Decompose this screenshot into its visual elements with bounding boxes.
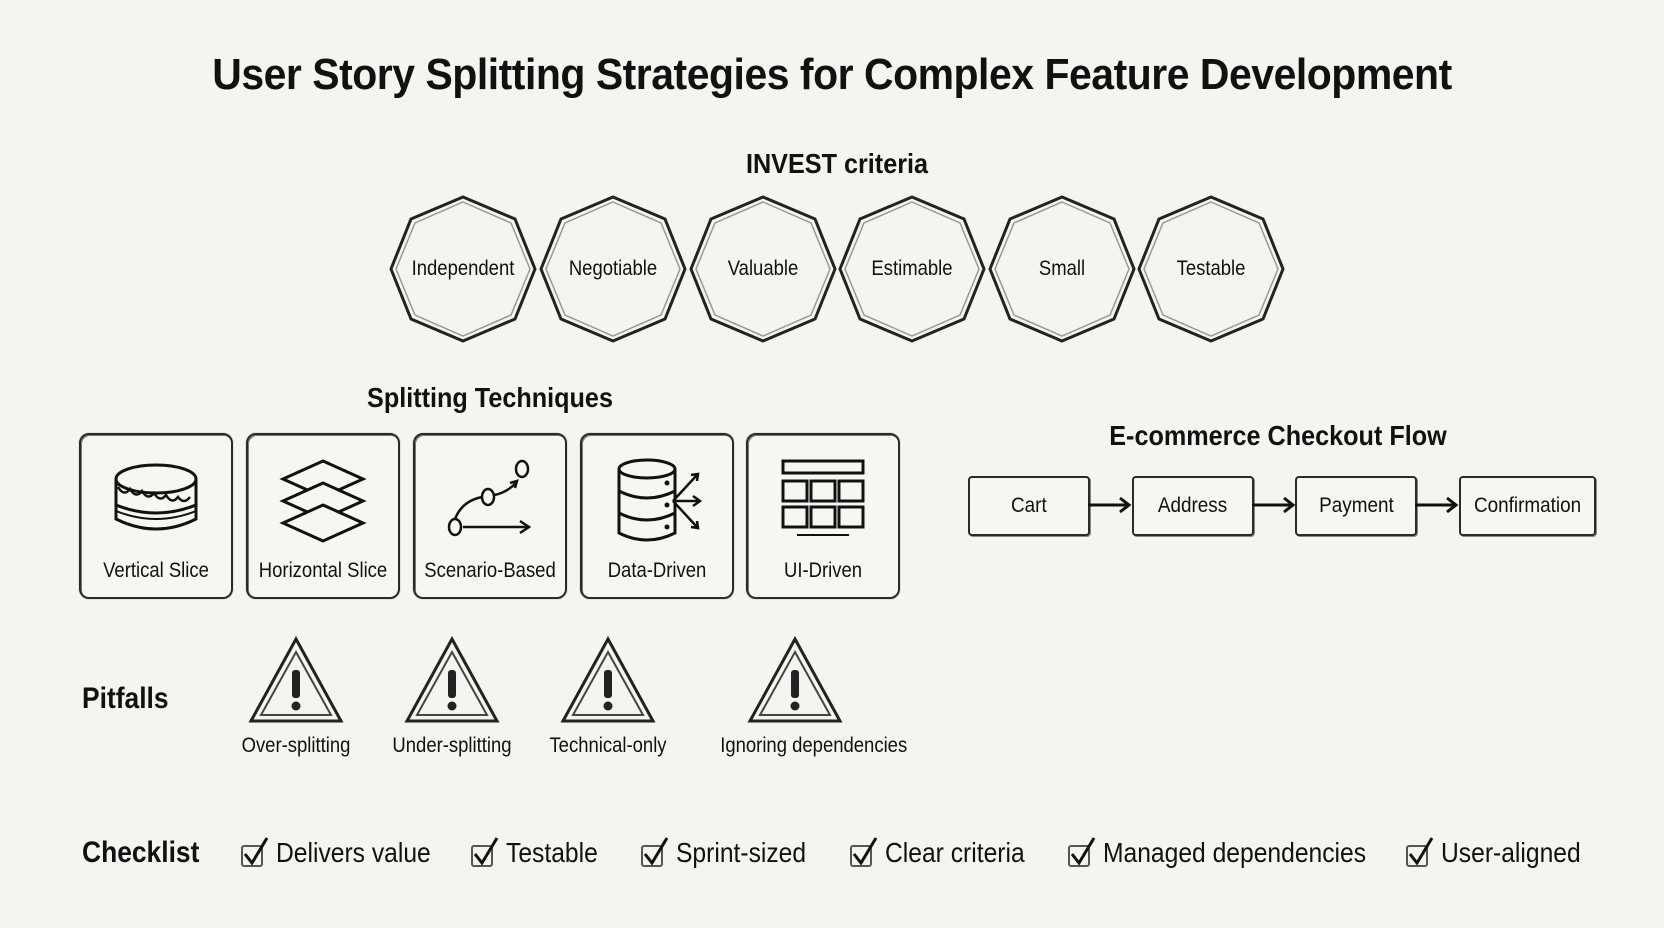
checkout-step-address: Address bbox=[1132, 476, 1254, 536]
stacked-layers-icon bbox=[279, 459, 367, 543]
checked-checkbox-icon bbox=[1406, 837, 1434, 867]
checklist-item-label: Delivers value bbox=[276, 837, 431, 868]
pitfall-item: Ignoring dependencies bbox=[710, 636, 908, 758]
pitfall-label: Under-splitting bbox=[392, 734, 512, 757]
checked-checkbox-icon bbox=[1068, 837, 1096, 867]
checked-checkbox-icon bbox=[641, 837, 669, 867]
pitfall-item: Technical-only bbox=[523, 636, 693, 758]
warning-triangle-icon bbox=[248, 636, 344, 723]
invest-criterion-label: Independent bbox=[411, 257, 515, 280]
checklist-item: Sprint-sized bbox=[640, 836, 824, 870]
invest-criterion: Independent bbox=[389, 195, 537, 343]
branching-path-icon bbox=[447, 459, 532, 537]
octagon-shape bbox=[1137, 195, 1285, 343]
invest-criterion: Estimable bbox=[838, 195, 986, 343]
invest-criterion-label: Testable bbox=[1176, 257, 1246, 280]
technique-data-driven: Data-Driven bbox=[580, 433, 734, 599]
pitfall-item: Over-splitting bbox=[211, 636, 381, 758]
warning-triangle-icon bbox=[747, 636, 843, 723]
checklist-item: Clear criteria bbox=[849, 836, 1044, 870]
technique-horizontal-slice: Horizontal Slice bbox=[246, 433, 400, 599]
arrow-right-icon bbox=[1415, 496, 1459, 514]
pitfall-label: Technical-only bbox=[549, 734, 667, 757]
invest-criterion-label: Negotiable bbox=[568, 257, 658, 280]
checklist-item: User-aligned bbox=[1405, 836, 1600, 870]
checkout-step-payment: Payment bbox=[1295, 476, 1417, 536]
checklist-label: Checklist bbox=[82, 836, 200, 869]
checklist-item-label: User-aligned bbox=[1441, 837, 1581, 868]
checkout-step-cart: Cart bbox=[968, 476, 1090, 536]
arrow-right-icon bbox=[1088, 496, 1132, 514]
technique-label: UI-Driven bbox=[783, 559, 863, 582]
pitfalls-label: Pitfalls bbox=[82, 682, 169, 715]
checklist-item-label: Testable bbox=[506, 837, 598, 868]
octagon-shape bbox=[689, 195, 837, 343]
checkout-step-label: Payment bbox=[1318, 494, 1394, 517]
checked-checkbox-icon bbox=[471, 837, 499, 867]
octagon-shape bbox=[539, 195, 687, 343]
checkout-step-label: Address bbox=[1158, 494, 1228, 517]
technique-label: Scenario-Based bbox=[424, 559, 556, 582]
invest-criterion: Valuable bbox=[689, 195, 837, 343]
octagon-shape bbox=[988, 195, 1136, 343]
database-arrows-icon bbox=[617, 458, 703, 542]
warning-triangle-icon bbox=[560, 636, 656, 723]
layer-cake-icon bbox=[114, 463, 198, 531]
octagon-shape bbox=[389, 195, 537, 343]
technique-label: Horizontal Slice bbox=[258, 559, 388, 582]
checked-checkbox-icon bbox=[850, 837, 878, 867]
technique-vertical-slice: Vertical Slice bbox=[79, 433, 233, 599]
warning-triangle-icon bbox=[404, 636, 500, 723]
techniques-heading: Splitting Techniques bbox=[367, 382, 613, 413]
octagon-shape bbox=[838, 195, 986, 343]
checkout-heading: E-commerce Checkout Flow bbox=[1109, 420, 1447, 451]
technique-scenario-based: Scenario-Based bbox=[413, 433, 567, 599]
page-title: User Story Splitting Strategies for Comp… bbox=[212, 50, 1452, 99]
checked-checkbox-icon bbox=[241, 837, 269, 867]
invest-criterion-label: Valuable bbox=[727, 257, 799, 280]
pitfall-label: Ignoring dependencies bbox=[720, 734, 908, 757]
ui-grid-icon bbox=[781, 459, 865, 536]
invest-criterion: Testable bbox=[1137, 195, 1285, 343]
arrow-right-icon bbox=[1252, 496, 1296, 514]
invest-heading: INVEST criteria bbox=[745, 148, 929, 179]
technique-label: Data-Driven bbox=[607, 559, 707, 582]
checklist-item: Managed dependencies bbox=[1067, 836, 1402, 870]
invest-criterion-label: Estimable bbox=[871, 257, 953, 280]
checkout-step-label: Cart bbox=[1011, 494, 1047, 517]
pitfall-label: Over-splitting bbox=[241, 734, 351, 757]
checklist-item: Delivers value bbox=[240, 836, 452, 870]
checklist-item-label: Clear criteria bbox=[885, 837, 1025, 868]
checklist-item-label: Managed dependencies bbox=[1103, 837, 1367, 868]
checklist-item-label: Sprint-sized bbox=[676, 837, 807, 868]
pitfall-item: Under-splitting bbox=[367, 636, 537, 758]
checkout-step-label: Confirmation bbox=[1473, 494, 1582, 517]
invest-criterion: Small bbox=[988, 195, 1136, 343]
invest-criterion: Negotiable bbox=[539, 195, 687, 343]
technique-label: Vertical Slice bbox=[103, 559, 209, 582]
technique-ui-driven: UI-Driven bbox=[746, 433, 900, 599]
checklist-item: Testable bbox=[470, 836, 610, 870]
checkout-step-confirmation: Confirmation bbox=[1459, 476, 1596, 536]
invest-criterion-label: Small bbox=[1038, 257, 1086, 280]
